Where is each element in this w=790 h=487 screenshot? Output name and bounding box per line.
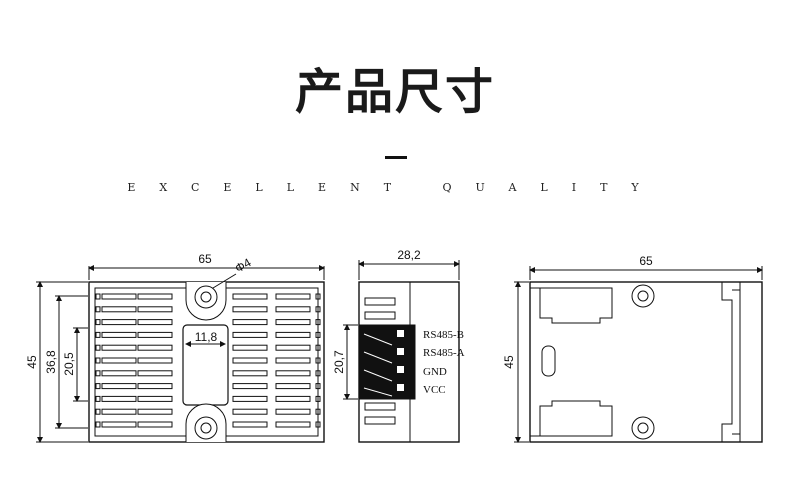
edge-rib — [95, 383, 101, 390]
edge-rib — [95, 306, 101, 313]
front-view — [36, 265, 325, 443]
fin-slot — [101, 331, 137, 338]
fin-slot — [101, 319, 137, 326]
fin-slot — [137, 293, 173, 300]
fin-slot — [275, 319, 311, 326]
fin-slot — [275, 383, 311, 390]
edge-rib — [95, 293, 101, 300]
fin-slot — [137, 383, 173, 390]
fin-slot — [275, 344, 311, 351]
front-height-outer-label: 45 — [25, 355, 39, 369]
edge-rib — [315, 319, 321, 326]
side-width-label: 28,2 — [397, 248, 421, 262]
side-height-label: 20,7 — [332, 350, 346, 374]
title-divider — [385, 156, 407, 159]
bottom-mounting-hole — [185, 403, 227, 442]
edge-rib — [315, 331, 321, 338]
pin-label-rs485-a: RS485-A — [423, 347, 465, 359]
terminal-pin-2 — [397, 348, 404, 355]
back-bottom-hole — [631, 416, 655, 440]
edge-rib — [315, 395, 321, 402]
fin-slot — [101, 408, 137, 415]
edge-rib — [95, 344, 101, 351]
pin-label-vcc: VCC — [423, 384, 446, 396]
fin-slot — [101, 344, 137, 351]
fin-slot — [137, 408, 173, 415]
fin-slot — [137, 421, 173, 428]
fin-slot — [275, 421, 311, 428]
fin-slot — [275, 331, 311, 338]
fin-slot — [137, 344, 173, 351]
fin-slot — [137, 306, 173, 313]
fin-slot — [275, 293, 311, 300]
fin-slot — [101, 357, 137, 364]
fin-slot — [275, 370, 311, 377]
edge-rib — [95, 395, 101, 402]
tagline: EXCELLENT QUALITY — [127, 181, 663, 194]
fin-slot — [232, 395, 268, 402]
fin-slot — [137, 319, 173, 326]
front-fins — [95, 293, 321, 428]
edge-rib — [315, 306, 321, 313]
pin-label-gnd: GND — [423, 366, 447, 378]
edge-rib — [315, 293, 321, 300]
fin-slot — [101, 370, 137, 377]
terminal-block — [358, 324, 416, 400]
fin-slot — [101, 383, 137, 390]
fin-slot — [275, 395, 311, 402]
edge-rib — [315, 357, 321, 364]
edge-rib — [95, 370, 101, 377]
front-height-inner-label: 20,5 — [62, 352, 76, 376]
front-height-mid-label: 36,8 — [44, 350, 58, 374]
fin-slot — [101, 293, 137, 300]
edge-rib — [315, 370, 321, 377]
edge-rib — [315, 408, 321, 415]
fin-slot — [232, 344, 268, 351]
fin-slot — [232, 383, 268, 390]
fin-slot — [232, 421, 268, 428]
front-width-label: 65 — [198, 252, 212, 266]
fin-slot — [232, 306, 268, 313]
page-title: 产品尺寸 — [294, 64, 495, 120]
edge-rib — [95, 357, 101, 364]
back-width-label: 65 — [639, 254, 653, 268]
terminal-pin-4 — [397, 384, 404, 391]
edge-rib — [95, 408, 101, 415]
fin-slot — [137, 370, 173, 377]
edge-rib — [315, 421, 321, 428]
fin-slot — [275, 357, 311, 364]
edge-rib — [95, 319, 101, 326]
side-view — [343, 260, 460, 443]
fin-slot — [232, 293, 268, 300]
window-width-label: 11,8 — [195, 330, 218, 344]
hole-leader — [212, 273, 237, 289]
terminal-pin-1 — [397, 330, 404, 337]
fin-slot — [275, 408, 311, 415]
fin-slot — [232, 370, 268, 377]
edge-rib — [95, 331, 101, 338]
edge-rib — [315, 383, 321, 390]
pin-label-rs485-b: RS485-B — [423, 329, 464, 341]
fin-slot — [232, 319, 268, 326]
back-height-label: 45 — [502, 355, 516, 369]
fin-slot — [232, 408, 268, 415]
fin-slot — [275, 306, 311, 313]
fin-slot — [137, 357, 173, 364]
fin-slot — [232, 331, 268, 338]
fin-slot — [101, 395, 137, 402]
edge-rib — [315, 344, 321, 351]
top-mounting-hole — [185, 282, 227, 321]
fin-slot — [232, 357, 268, 364]
back-view — [514, 266, 763, 443]
back-top-hole — [631, 284, 655, 308]
hole-diameter-label: Φ4 — [233, 255, 254, 275]
edge-rib — [95, 421, 101, 428]
fin-slot — [137, 331, 173, 338]
fin-slot — [101, 306, 137, 313]
back-body-outline — [529, 281, 763, 443]
terminal-pin-3 — [397, 366, 404, 373]
fin-slot — [137, 395, 173, 402]
fin-slot — [101, 421, 137, 428]
